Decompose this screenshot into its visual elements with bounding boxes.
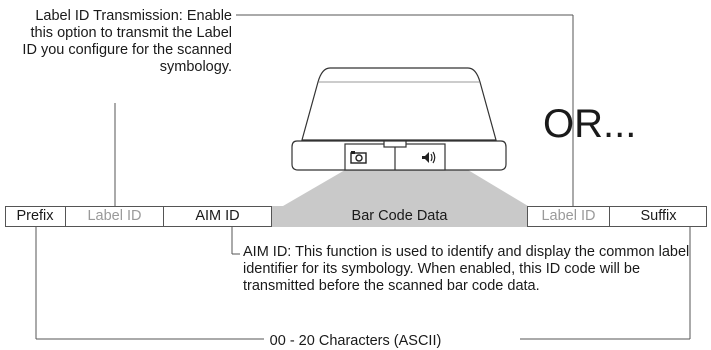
label-id-connectors bbox=[114, 14, 574, 206]
aim-id-connector bbox=[231, 227, 240, 255]
segment-aim-id: AIM ID bbox=[164, 206, 272, 227]
scanner-device bbox=[291, 67, 507, 171]
segment-suffix: Suffix bbox=[640, 208, 677, 224]
range-bracket bbox=[35, 227, 691, 340]
or-label: OR... bbox=[543, 102, 637, 146]
segment-label-id-left: Label ID bbox=[66, 206, 164, 227]
label-id-transmission-note: Label ID Transmission: Enable this optio… bbox=[22, 8, 232, 75]
range-label-wrap: 00 - 20 Characters (ASCII) bbox=[0, 333, 711, 350]
camera-icon bbox=[350, 151, 367, 164]
segment-label-id-right: Label ID bbox=[528, 206, 610, 227]
speaker-icon bbox=[422, 151, 436, 164]
aim-id-note: AIM ID: This function is used to identif… bbox=[243, 244, 690, 294]
segment-prefix: Prefix bbox=[5, 206, 66, 227]
segment-bar-code-data: Bar Code Data bbox=[272, 206, 528, 227]
range-label: 00 - 20 Characters (ASCII) bbox=[263, 333, 448, 349]
scan-beam bbox=[283, 170, 528, 206]
